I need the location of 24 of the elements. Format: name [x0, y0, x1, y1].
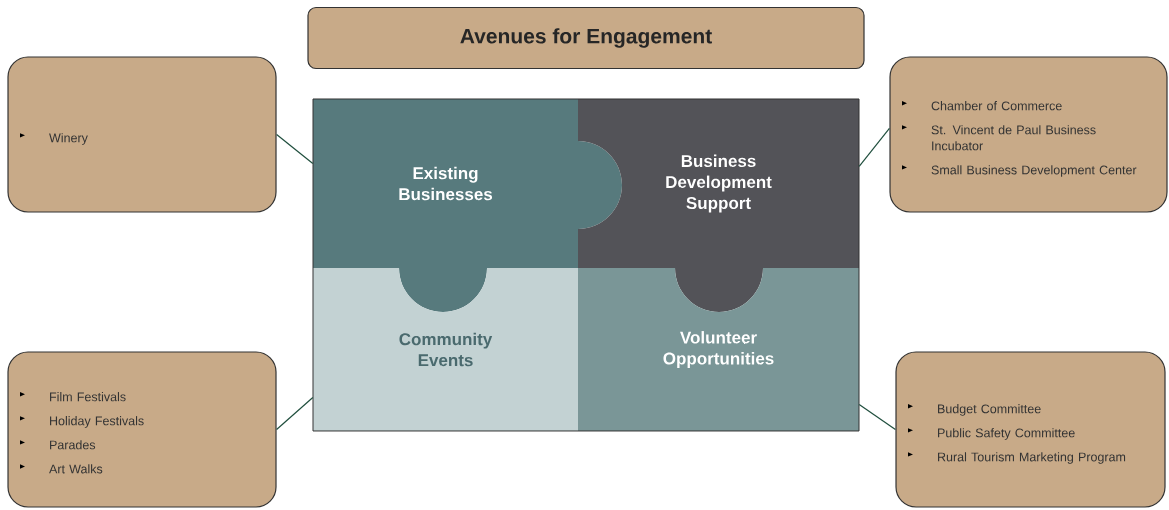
connector-line [276, 133, 314, 165]
list-item: Art Walks [49, 464, 103, 474]
puzzle-piece: Volunteer Opportunities [578, 268, 859, 431]
list-item: St. Vincent de Paul Business Incubator [931, 125, 1096, 151]
puzzle-piece: Community Events [313, 268, 578, 431]
list-item: Small Business Development Center [931, 165, 1137, 177]
connector-line [858, 403, 896, 431]
puzzle-piece: Existing Businesses [313, 99, 622, 312]
list-item: Rural Tourism Marketing Program [938, 452, 1126, 464]
list-item: Public Safety Committee [938, 428, 1075, 440]
puzzle-piece: Business Development Support [578, 99, 859, 312]
title-banner: Avenues for Engagement [307, 6, 865, 70]
callout-box [895, 351, 1166, 508]
callout-box [889, 56, 1168, 213]
callout-box [7, 351, 277, 508]
list-item: Budget Committee [938, 404, 1041, 416]
list-item: Winery [49, 133, 88, 145]
connector-line [276, 396, 314, 431]
callout-box [7, 56, 277, 213]
connector-line [858, 127, 890, 168]
list-item: Parades [50, 440, 96, 450]
list-item: Chamber of Commerce [931, 101, 1062, 111]
list-item: Holiday Festivals [50, 416, 144, 428]
list-item: Film Festivals [50, 392, 126, 402]
